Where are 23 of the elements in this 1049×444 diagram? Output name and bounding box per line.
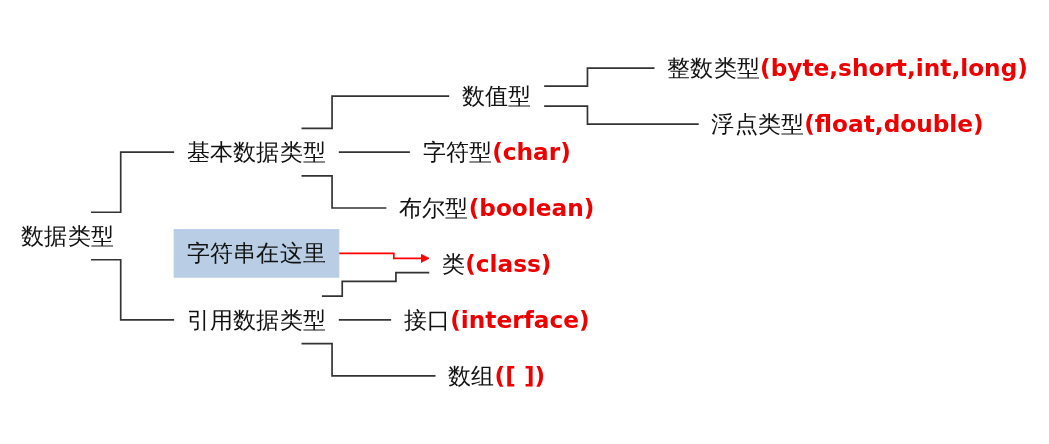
arrow [338, 252, 430, 263]
node-text: 数据类型 [21, 222, 114, 250]
node-text: 引用数据类型 [186, 306, 327, 334]
connector [338, 319, 392, 321]
node-text: 整数类型(byte,short,int,long) [667, 54, 1028, 82]
node-text: 浮点类型(float,double) [711, 110, 984, 138]
node-text: 接口(interface) [403, 306, 590, 334]
connector [90, 258, 175, 321]
node-text: 布尔型(boolean) [399, 194, 595, 222]
connector [543, 105, 700, 125]
connector [321, 271, 431, 297]
connector [543, 67, 656, 88]
connector [300, 342, 437, 377]
connector [300, 174, 388, 209]
node-text: 基本数据类型 [186, 138, 327, 166]
connector [338, 151, 411, 153]
node-text: 数组([ ]) [448, 362, 546, 390]
node-text: 数值型 [461, 82, 532, 110]
node-box: 字符串在这里 [173, 229, 340, 278]
connector [90, 151, 175, 214]
connector [300, 95, 450, 130]
node-text: 类(class) [441, 250, 552, 278]
node-text: 字符型(char) [422, 138, 571, 166]
